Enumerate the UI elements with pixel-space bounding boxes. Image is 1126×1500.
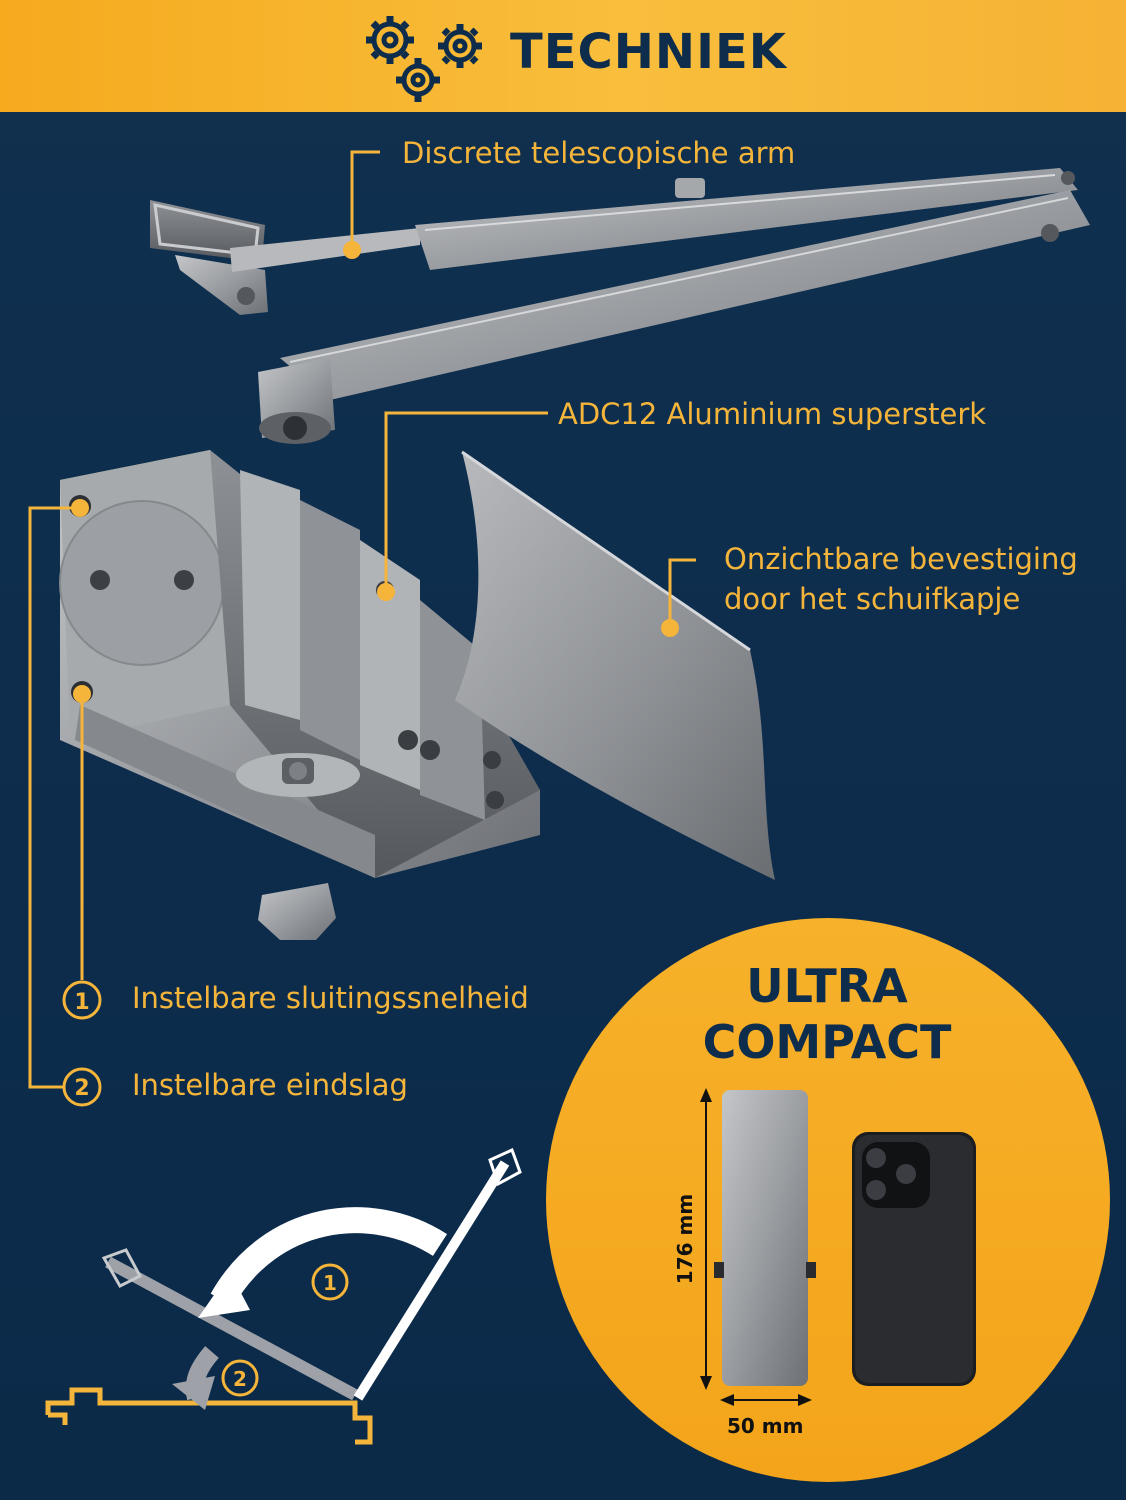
door-swing-diagram: 1 2	[45, 1147, 522, 1445]
feature-closing-speed: Instelbare sluitingssnelheid	[132, 981, 529, 1015]
svg-text:1: 1	[323, 1271, 337, 1295]
ultra-compact-panel	[546, 918, 1110, 1482]
gears-icon	[366, 16, 482, 102]
compact-title-line2: COMPACT	[702, 1015, 952, 1069]
callout-mount-line1: Onzichtbare bevestiging	[724, 542, 1078, 576]
feature-end-stroke: Instelbare eindslag	[132, 1068, 408, 1102]
callout-dots	[71, 241, 679, 703]
valve-cap	[258, 883, 336, 940]
closer-product-image	[722, 1090, 808, 1386]
sliding-cover	[455, 450, 775, 880]
compact-title: ULTRA COMPACT	[672, 958, 982, 1070]
banner-title: TECHNIEK	[510, 24, 787, 80]
door-closer-body	[59, 450, 540, 878]
badge-2: 2	[62, 1067, 102, 1107]
width-dimension-label: 50 mm	[727, 1414, 804, 1438]
smartphone-image	[852, 1132, 976, 1386]
svg-text:2: 2	[74, 1076, 89, 1101]
compact-title-line1: ULTRA	[746, 959, 908, 1013]
telescopic-arm	[150, 168, 1090, 444]
header-banner	[0, 0, 1126, 112]
callout-aluminium: ADC12 Aluminium supersterk	[558, 397, 987, 431]
height-dimension-label: 176 mm	[673, 1193, 698, 1285]
svg-text:2: 2	[233, 1367, 247, 1391]
badge-1: 1	[62, 980, 102, 1020]
callout-mount-line2: door het schuifkapje	[724, 582, 1021, 616]
callout-lines	[28, 150, 696, 1089]
callout-telescopic-arm: Discrete telescopische arm	[402, 136, 796, 170]
svg-text:1: 1	[74, 990, 89, 1015]
